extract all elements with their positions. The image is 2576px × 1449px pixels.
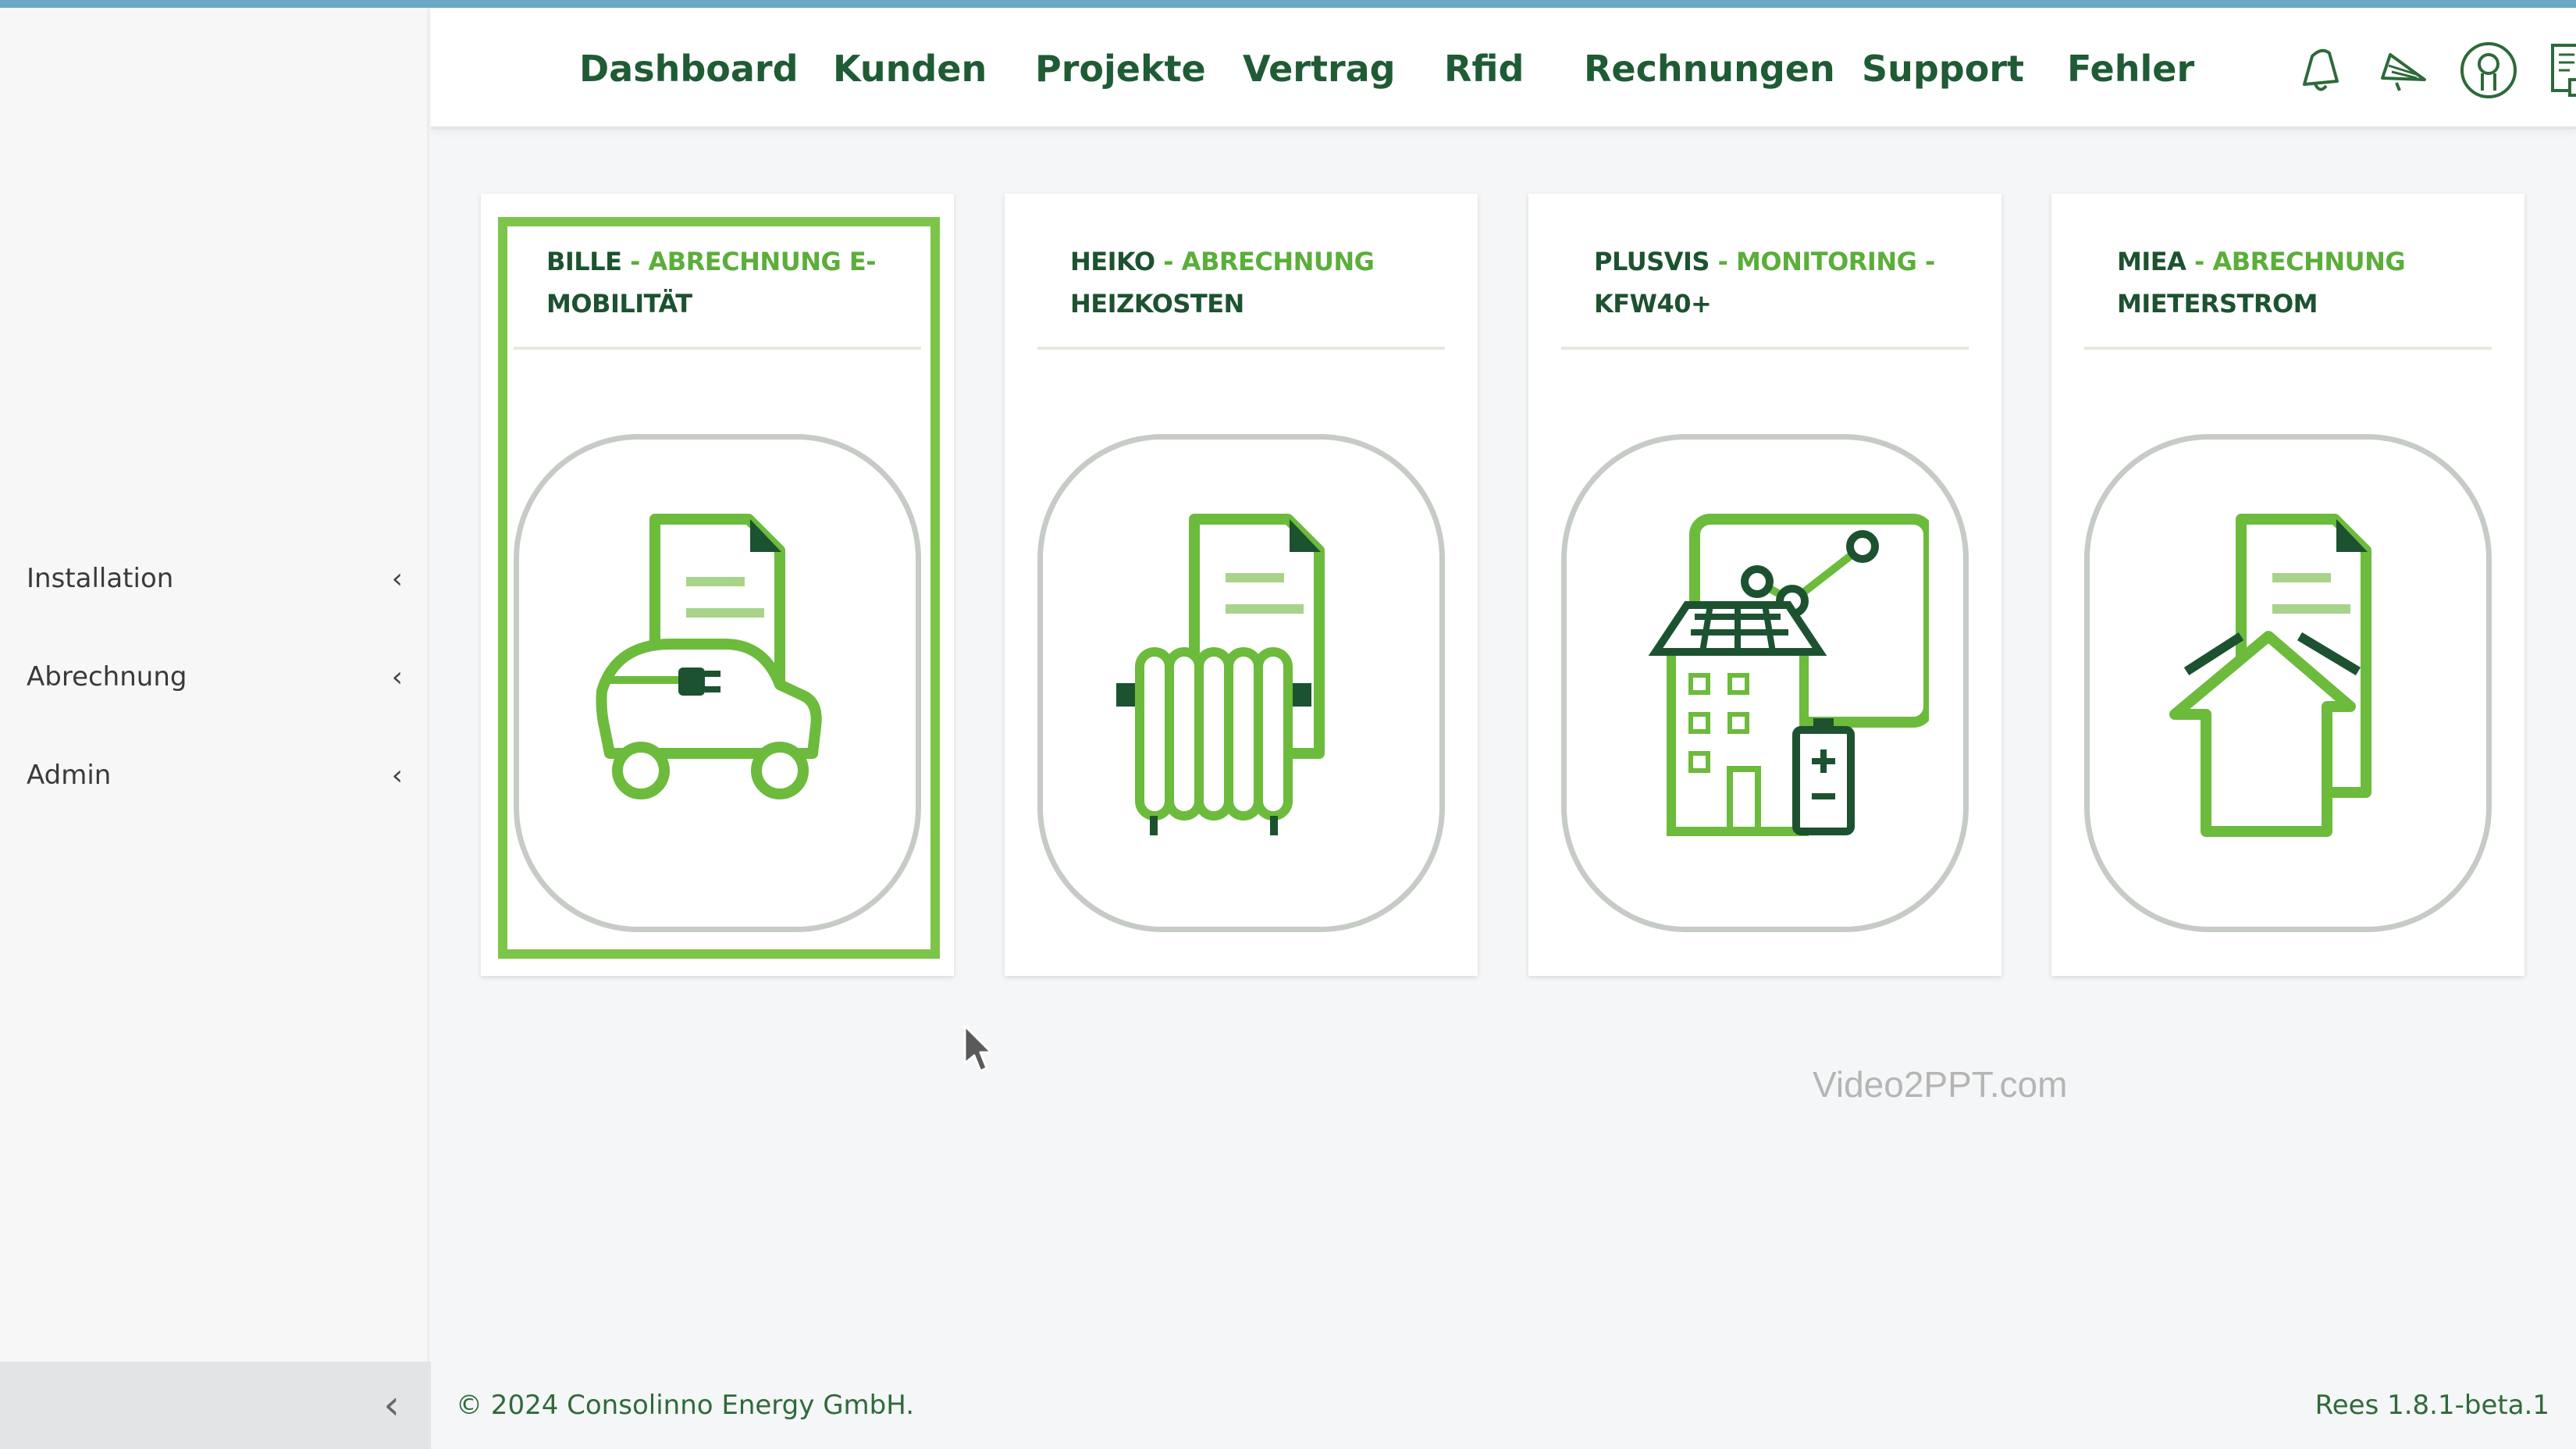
nav-vertrag[interactable]: Vertrag <box>1243 48 1396 90</box>
footer-version: Rees 1.8.1-beta.1 <box>2314 1390 2549 1421</box>
nav-dashboard[interactable]: Dashboard <box>579 48 799 90</box>
card-divider <box>1037 347 1445 350</box>
document-icon[interactable] <box>2539 39 2576 101</box>
top-accent-line <box>0 0 2576 8</box>
sidebar-item-label: Admin <box>27 760 112 791</box>
mouse-cursor-icon <box>963 1024 993 1073</box>
chevron-left-icon: ‹ <box>391 562 403 595</box>
footer-copyright: © 2024 Consolinno Energy GmbH. <box>456 1390 915 1421</box>
nav-projekte[interactable]: Projekte <box>1035 48 1206 90</box>
ev-charging-invoice-icon <box>514 434 921 932</box>
sidebar-item-label: Installation <box>27 563 174 594</box>
nav-rfid[interactable]: Rfid <box>1444 48 1525 90</box>
user-account-icon[interactable] <box>2457 39 2520 101</box>
top-navigation-bar: Dashboard Kunden Projekte Vertrag Rfid R… <box>431 8 2576 130</box>
nav-fehler[interactable]: Fehler <box>2067 48 2195 90</box>
sidebar-item-installation[interactable]: Installation ‹ <box>0 536 429 621</box>
chevron-left-icon: ‹ <box>391 660 403 693</box>
announcement-icon[interactable] <box>2373 39 2435 101</box>
sidebar-item-admin[interactable]: Admin ‹ <box>0 732 429 818</box>
card-divider <box>1561 347 1969 350</box>
sidebar-item-label: Abrechnung <box>27 661 187 692</box>
bell-icon[interactable] <box>2289 39 2351 101</box>
sidebar-collapse-button[interactable]: ‹ <box>0 1362 431 1449</box>
nav-kunden[interactable]: Kunden <box>833 48 987 90</box>
chevron-left-icon: ‹ <box>391 759 403 792</box>
nav-rechnungen[interactable]: Rechnungen <box>1584 48 1835 90</box>
heating-invoice-icon <box>1037 434 1445 932</box>
sidebar: Installation ‹ Abrechnung ‹ Admin ‹ <box>0 8 429 1362</box>
tenant-electricity-invoice-icon <box>2084 434 2492 932</box>
chevron-left-icon: ‹ <box>383 1382 400 1429</box>
card-bille-abrechnung-e-mobilitaet[interactable]: BILLE - ABRECHNUNG E-MOBILITÄT <box>481 194 954 976</box>
card-plusvis-monitoring-kfw40[interactable]: PLUSVIS - MONITORING -KFW40+ <box>1528 194 2001 976</box>
card-title: PLUSVIS - MONITORING -KFW40+ <box>1594 247 1935 319</box>
card-divider <box>2084 347 2492 350</box>
solar-building-monitoring-icon <box>1561 434 1969 932</box>
sidebar-item-abrechnung[interactable]: Abrechnung ‹ <box>0 634 429 720</box>
watermark-text: Video2PPT.com <box>1813 1064 2068 1105</box>
nav-support[interactable]: Support <box>1862 48 2025 90</box>
card-divider <box>514 347 921 350</box>
card-title: BILLE - ABRECHNUNG E-MOBILITÄT <box>546 247 877 319</box>
